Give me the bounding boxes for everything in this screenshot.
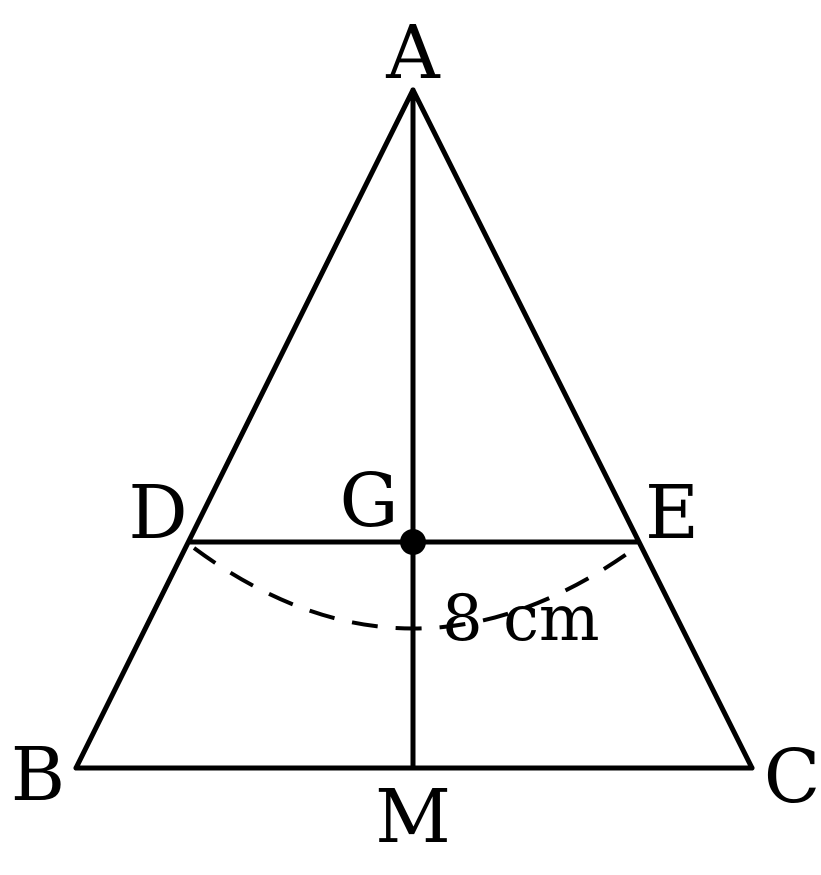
label-m: M xyxy=(375,774,451,860)
dashed-arc-de xyxy=(192,544,640,631)
label-e: E xyxy=(645,470,699,556)
side-ab xyxy=(73,87,416,771)
label-a: A xyxy=(385,10,441,96)
length-label: 8 cm xyxy=(442,582,600,656)
label-c: C xyxy=(764,734,821,820)
label-d: D xyxy=(128,470,187,556)
label-b: B xyxy=(11,732,65,818)
label-g: G xyxy=(339,458,398,544)
side-ac xyxy=(410,87,755,771)
point-g xyxy=(400,529,426,555)
